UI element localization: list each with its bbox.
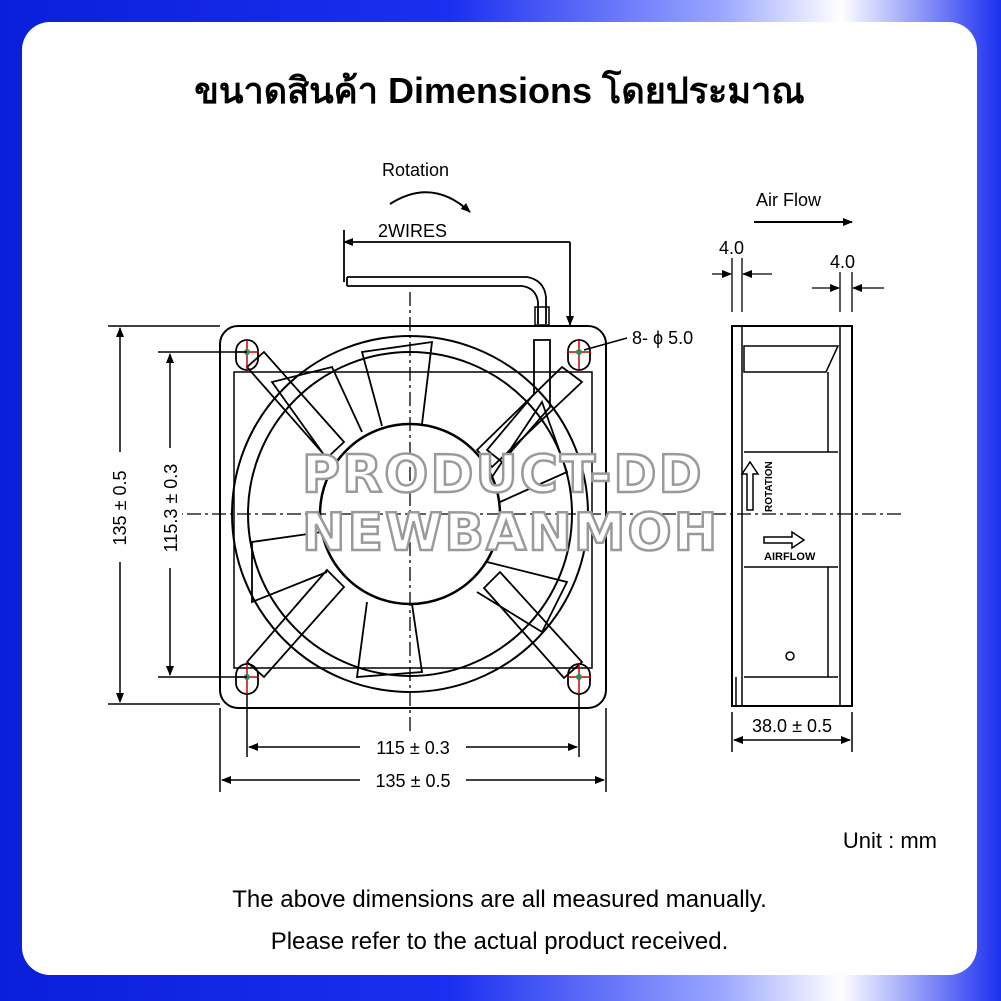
- frame-strut: [482, 570, 584, 680]
- depth-dimension: [731, 712, 853, 752]
- wire-channel: [485, 339, 551, 464]
- airflow-label: Air Flow: [756, 190, 822, 210]
- flange-thickness-dims: [712, 258, 884, 312]
- left-flange-thickness: 4.0: [719, 238, 744, 258]
- watermark-line-2: NEWBANMOH: [302, 503, 719, 563]
- wires-label: 2WIRES: [378, 221, 447, 241]
- hole-spacing-vertical-label: 115.3 ± 0.3: [161, 464, 181, 553]
- frame-strut: [245, 568, 346, 679]
- page-title: ขนาดสินค้า Dimensions โดยประมาณ: [194, 70, 805, 111]
- side-body: [731, 325, 853, 707]
- unit-label: Unit : mm: [842, 828, 937, 853]
- centerlines: [162, 292, 902, 742]
- side-rotation-arrow: [740, 460, 760, 511]
- outer-width-label: 135 ± 0.5: [376, 771, 451, 791]
- rotation-arrow: [389, 191, 471, 213]
- fan-blade: [270, 365, 363, 453]
- content-card: ขนาดสินค้า Dimensions โดยประมาณ: [22, 22, 977, 975]
- depth-label: 38.0 ± 0.5: [752, 716, 832, 736]
- fan-blade: [251, 531, 328, 604]
- holes-leader: [583, 337, 628, 351]
- side-rotation-text: ROTATION: [764, 461, 775, 512]
- right-flange-thickness: 4.0: [830, 252, 855, 272]
- outer-height-label: 135 ± 0.5: [110, 471, 130, 546]
- side-airflow-text: AIRFLOW: [764, 551, 816, 563]
- note-line-2: Please refer to the actual product recei…: [270, 928, 729, 955]
- fan-outer-frame: [219, 325, 607, 709]
- wires: [346, 276, 550, 326]
- wires-dimension: [343, 230, 574, 326]
- fan-blade: [360, 340, 434, 427]
- note-line-1: The above dimensions are all measured ma…: [232, 886, 767, 913]
- fan-dimension-drawing: 2WIRES Rotation 8- ϕ 5.0 135 ± 0.5 115.3…: [108, 160, 902, 792]
- hole-spacing-horizontal-label: 115 ± 0.3: [376, 738, 450, 758]
- holes-label: 8- ϕ 5.0: [632, 328, 693, 348]
- rotation-label: Rotation: [382, 160, 449, 180]
- fan-inner-frame: [233, 371, 593, 669]
- fan-blade: [476, 561, 569, 634]
- fan-blade: [491, 400, 569, 503]
- watermark-line-1: PRODUCT-DD: [302, 445, 704, 505]
- frame-strut: [475, 365, 584, 469]
- fan-blade: [355, 601, 424, 678]
- side-view: [731, 325, 853, 707]
- side-airflow-arrow: [763, 530, 806, 550]
